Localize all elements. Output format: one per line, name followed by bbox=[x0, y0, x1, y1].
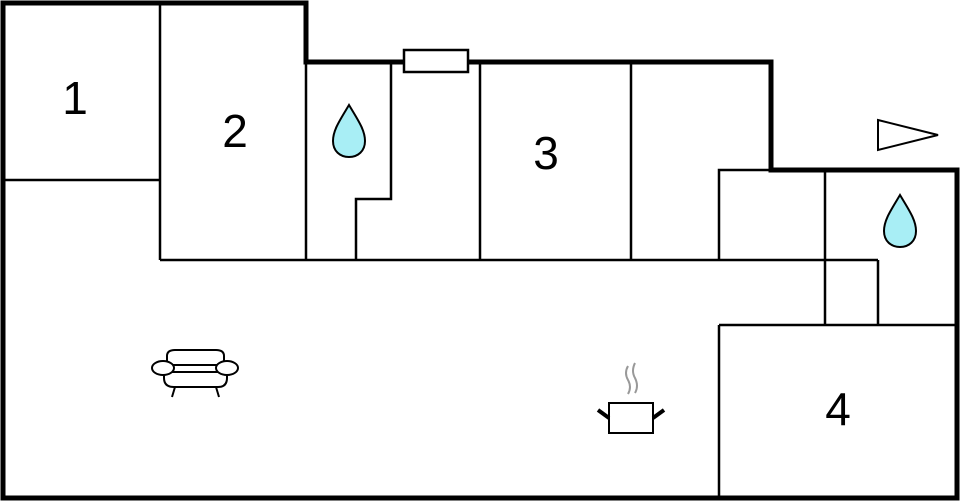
water-drop-icon bbox=[331, 103, 367, 159]
room-label-4: 4 bbox=[825, 383, 851, 435]
sofa-icon bbox=[151, 349, 239, 398]
entrance-arrow-icon bbox=[877, 118, 939, 152]
room-label-1: 1 bbox=[62, 72, 88, 124]
interior-walls bbox=[3, 3, 957, 498]
water-drop-icon bbox=[882, 193, 918, 249]
window-icon bbox=[402, 48, 470, 74]
room-label-3: 3 bbox=[533, 127, 559, 179]
cooking-pot-icon bbox=[596, 362, 666, 434]
room-label-2: 2 bbox=[222, 105, 248, 157]
